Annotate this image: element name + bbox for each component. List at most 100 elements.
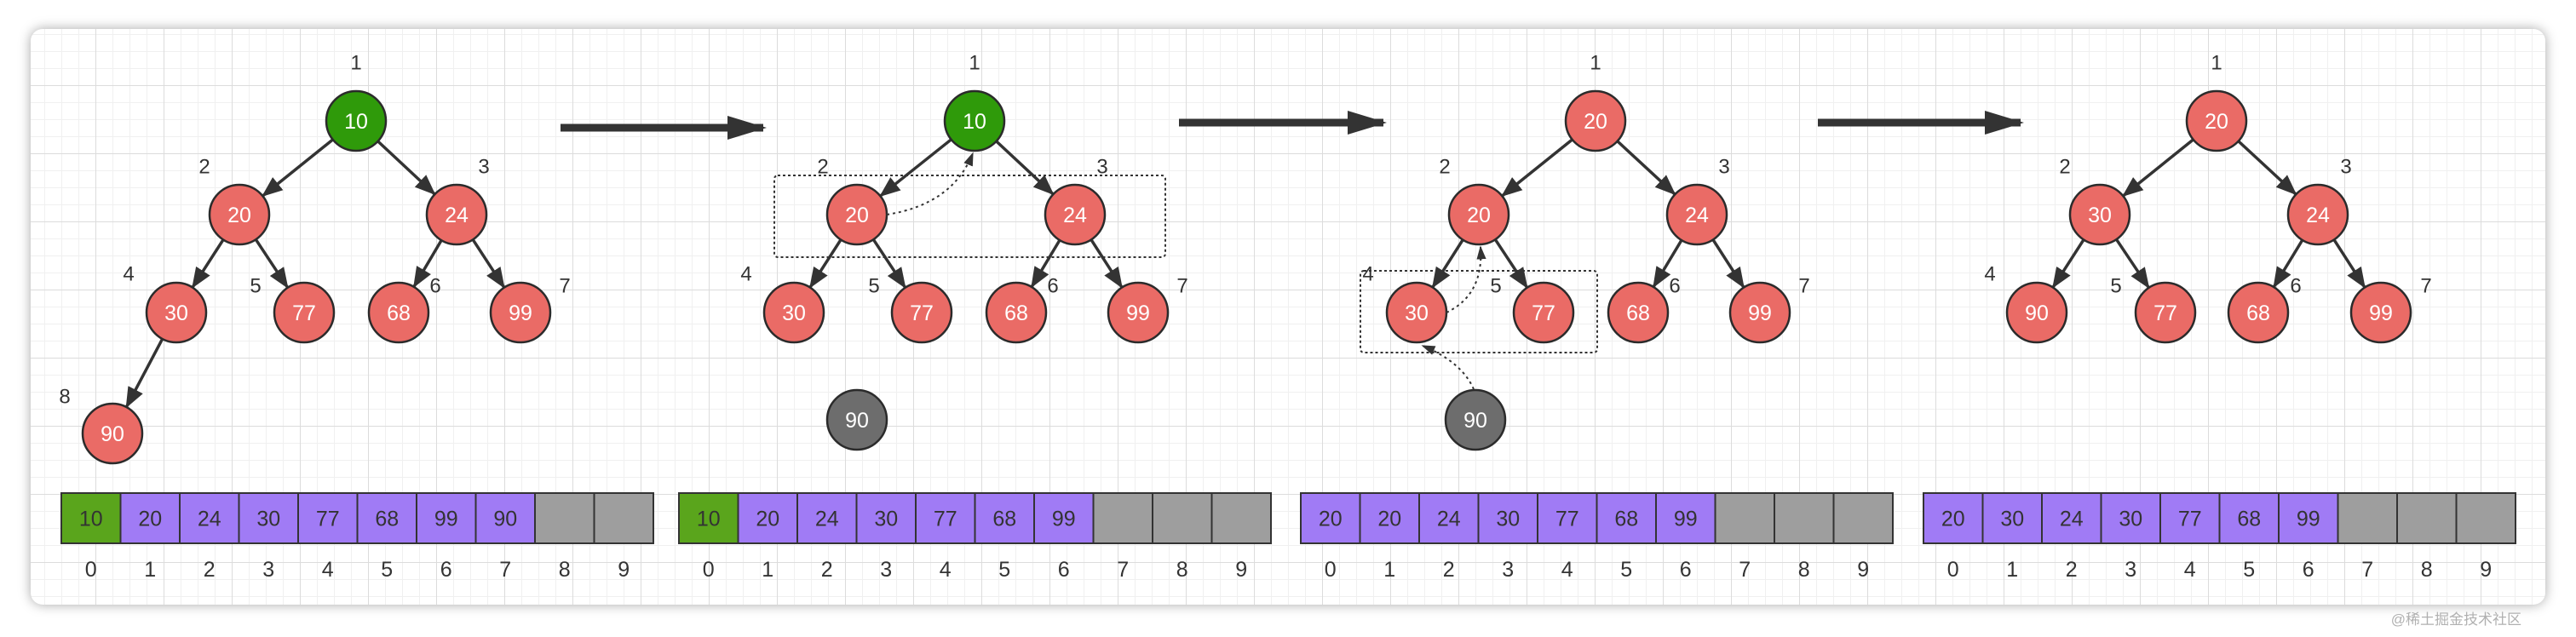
array-index-label: 4 [322, 558, 334, 582]
array-index-label: 7 [1117, 558, 1129, 582]
array-index-label: 7 [499, 558, 511, 582]
array-cell [737, 492, 798, 544]
array-cell [60, 492, 122, 544]
heap-node [890, 281, 953, 344]
array-cell [2278, 492, 2339, 544]
node-position-label: 3 [2340, 156, 2351, 179]
heap-node-value: 99 [2369, 301, 2393, 325]
array-index-label: 8 [2421, 558, 2433, 582]
tree-edge [809, 238, 842, 289]
array-cell-value: 30 [1496, 508, 1520, 531]
heap-node-value: 77 [910, 301, 934, 325]
array-cell-value: 10 [697, 508, 721, 531]
node-position-label: 4 [1984, 263, 1995, 286]
array-cell [1210, 492, 1272, 544]
array-cell-value: 99 [1052, 508, 1076, 531]
insert-arrow [1421, 345, 1475, 390]
stage-arrow-head [1985, 111, 2024, 135]
array-cell-value: 10 [79, 508, 103, 531]
array-index-label: 0 [1947, 558, 1959, 582]
tree-edge [995, 140, 1055, 196]
array-index-label: 3 [262, 558, 274, 582]
array-cell [1418, 492, 1480, 544]
tree-edge [2122, 138, 2194, 197]
array-cell [796, 492, 858, 544]
heap-node [273, 281, 336, 344]
node-position-label: 1 [2211, 52, 2222, 75]
heap-node [943, 89, 1006, 152]
array-cell-value: 20 [1941, 508, 1965, 531]
array-cell [855, 492, 917, 544]
node-position-label: 2 [198, 156, 210, 179]
heap-node [2349, 281, 2412, 344]
heap-node-value: 24 [1063, 204, 1087, 227]
heap-node-value: 77 [292, 301, 316, 325]
heap-node [1564, 89, 1627, 152]
array-cell-value: 68 [992, 508, 1016, 531]
heap-node-value: 10 [344, 110, 368, 134]
tree-edge [377, 140, 436, 196]
array-index-label: 2 [204, 558, 216, 582]
array-cell-value: 20 [1377, 508, 1401, 531]
array-cell [974, 492, 1035, 544]
tree-edge [262, 138, 334, 197]
array-cell-value: 68 [2237, 508, 2261, 531]
array-index-label: 5 [1620, 558, 1632, 582]
tree-edge [1711, 238, 1745, 289]
array-cell [915, 492, 976, 544]
heap-node-value: 20 [227, 204, 251, 227]
array-cell [593, 492, 654, 544]
tree-edge [2332, 238, 2366, 289]
array-cell-value: 90 [493, 508, 517, 531]
array-cell [1832, 492, 1894, 544]
tree-edge [871, 238, 906, 290]
tree-edge [1431, 238, 1464, 289]
heap-node-value: 90 [2025, 301, 2049, 325]
node-position-label: 2 [2059, 156, 2070, 179]
node-position-label: 1 [350, 52, 361, 75]
stage-arrow-head [1348, 111, 1387, 135]
tree-edge [412, 239, 443, 289]
heap-node-value: 20 [1584, 110, 1607, 134]
heap-node [2134, 281, 2197, 344]
stage-arrow-head [727, 116, 767, 140]
array-index-label: 9 [2480, 558, 2492, 582]
heap-node [325, 89, 388, 152]
array-cell-value: 68 [375, 508, 399, 531]
array-cell [1714, 492, 1775, 544]
array-cell-value: 20 [756, 508, 779, 531]
heap-node-value: 24 [445, 204, 469, 227]
node-position-label: 5 [1490, 275, 1501, 298]
array-index-label: 4 [1561, 558, 1573, 582]
node-position-label: 6 [429, 275, 440, 298]
node-position-label: 8 [59, 386, 70, 409]
array-cell-value: 30 [2119, 508, 2142, 531]
heap-node [2227, 281, 2290, 344]
node-position-label: 1 [969, 52, 980, 75]
heap-node-value: 68 [1004, 301, 1028, 325]
array-index-label: 1 [1383, 558, 1395, 582]
heap-node [1447, 183, 1510, 246]
heap-node-value: 24 [2306, 204, 2330, 227]
array-cell [1092, 492, 1153, 544]
heap-node-value: 99 [1126, 301, 1150, 325]
array-cell-value: 24 [815, 508, 839, 531]
heap-node-value: 20 [845, 204, 869, 227]
tree-edge [1653, 239, 1683, 289]
array-index-label: 9 [618, 558, 630, 582]
heap-node-value: 30 [164, 301, 188, 325]
heap-node [2005, 281, 2068, 344]
array-index-label: 2 [2066, 558, 2078, 582]
array-cell [1359, 492, 1420, 544]
heap-node [1107, 281, 1170, 344]
array-cell-value: 24 [2060, 508, 2084, 531]
array-index-label: 4 [940, 558, 952, 582]
array-index-label: 9 [1857, 558, 1869, 582]
array-cell-value: 24 [198, 508, 221, 531]
heap-node-value: 68 [387, 301, 411, 325]
tree-edge [1031, 239, 1061, 289]
heap-node-value: 20 [1467, 204, 1491, 227]
array-cell [534, 492, 595, 544]
heap-node [1044, 183, 1107, 246]
detached-node [825, 388, 888, 451]
